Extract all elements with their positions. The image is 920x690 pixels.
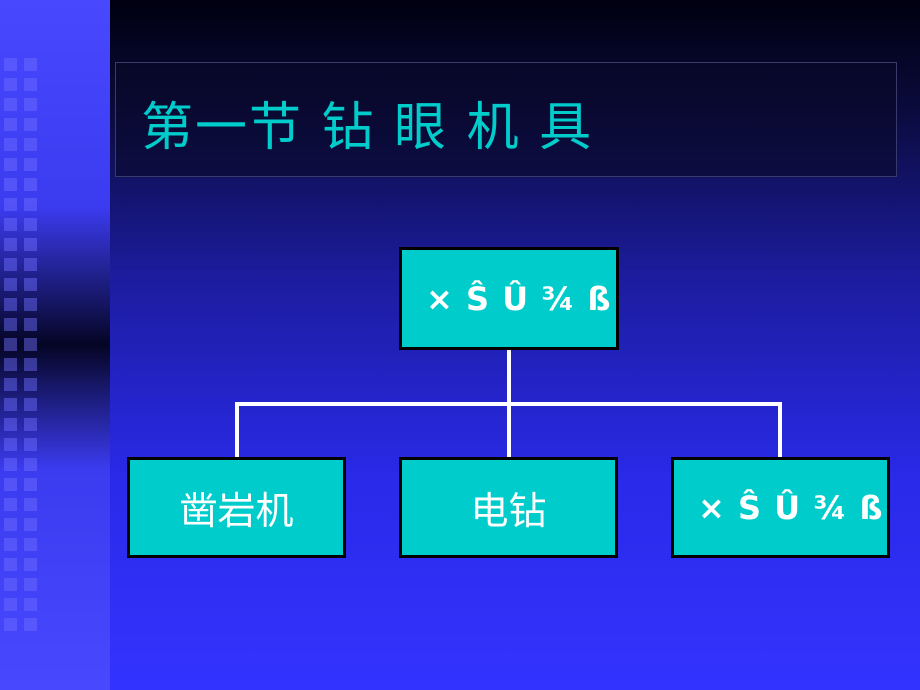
left-decorative-strip bbox=[0, 0, 110, 690]
title-box: 第一节 钻 眼 机 具 bbox=[115, 62, 897, 177]
child-node-label: × Ŝ Û ¾ ß bbox=[698, 488, 884, 527]
child-node-label: 电钻 bbox=[470, 489, 547, 533]
child-node-label: 凿岩机 bbox=[179, 489, 294, 533]
diagram-root-node: × Ŝ Û ¾ ß bbox=[399, 247, 619, 350]
diagram-child-node-electric-drill: 电钻 bbox=[399, 457, 618, 558]
decorative-square-pattern bbox=[4, 58, 44, 638]
diagram-child-node-rock-drill: 凿岩机 bbox=[127, 457, 346, 558]
root-node-label: × Ŝ Û ¾ ß bbox=[426, 279, 612, 318]
diagram-child-node-third: × Ŝ Û ¾ ß bbox=[671, 457, 890, 558]
slide-title: 第一节 钻 眼 机 具 bbox=[141, 98, 594, 158]
